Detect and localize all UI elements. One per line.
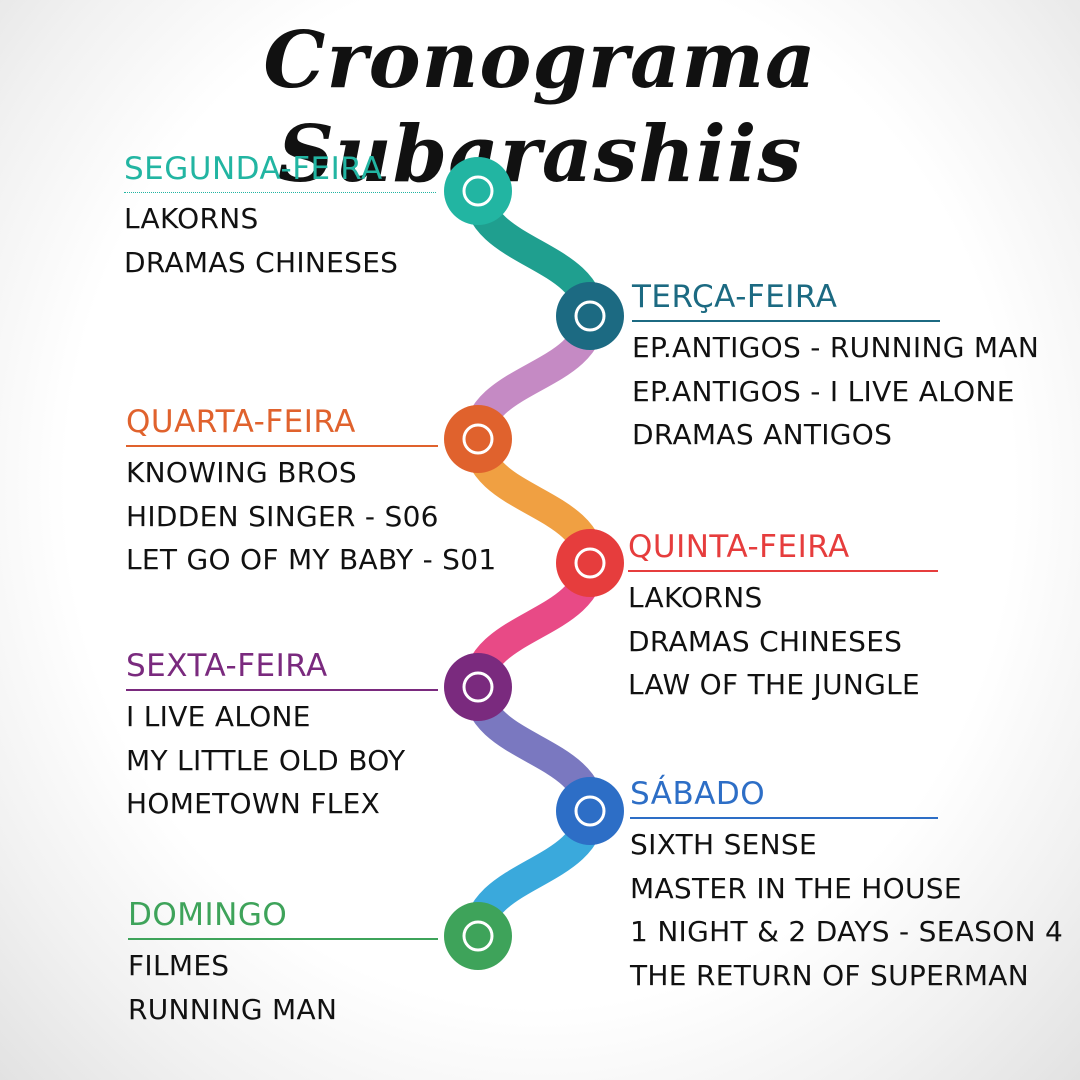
show-item: RUNNING MAN [128,992,338,1026]
node-circle [444,902,512,970]
timeline-node [444,653,512,721]
day-block: DOMINGO FILMES RUNNING MAN [128,896,438,1031]
timeline-node [556,529,624,597]
show-item: LAKORNS [628,581,763,614]
day-divider [124,192,436,193]
show-list: LAKORNS DRAMAS CHINESES LAW OF THE JUNGLE [628,576,938,707]
node-circle [444,405,512,473]
day-divider [630,817,938,819]
day-heading: SÁBADO [630,776,766,812]
show-item: FILMES [128,949,230,982]
show-list: FILMES RUNNING MAN [128,944,438,1031]
show-item: KNOWING BROS [126,456,357,489]
node-ring-icon [462,423,494,455]
node-circle [556,529,624,597]
show-item: SIXTH SENSE [630,828,817,861]
day-divider [628,570,938,572]
show-item: LAKORNS [124,202,259,235]
day-heading: DOMINGO [128,897,288,933]
show-item: DRAMAS ANTIGOS [632,418,893,451]
day-heading: SEXTA-FEIRA [126,648,328,684]
show-list: EP.ANTIGOS - RUNNING MAN EP.ANTIGOS - I L… [632,326,1039,457]
show-list: I LIVE ALONE MY LITTLE OLD BOY HOMETOWN FL… [126,695,438,826]
node-ring-icon [574,547,606,579]
show-item: THE RETURN OF SUPERMAN [630,958,1029,992]
timeline-node [444,405,512,473]
node-circle [556,282,624,350]
show-item: EP.ANTIGOS - I LIVE ALONE [632,374,1015,408]
show-item: MASTER IN THE HOUSE [630,871,962,905]
day-block: SÁBADO SIXTH SENSE MASTER IN THE HOUSE 1 NI… [630,775,1063,997]
show-item: HOMETOWN FLEX [126,787,381,820]
show-item: DRAMAS CHINESES [124,245,399,279]
node-ring-icon [574,300,606,332]
day-divider [632,320,940,322]
page-title: Cronograma Subarashiis [263,15,817,200]
day-heading: SEGUNDA-FEIRA [124,151,383,187]
day-block: QUARTA-FEIRA KNOWING BROS HIDDEN SINGER - … [126,403,497,582]
node-circle [444,157,512,225]
day-heading: QUARTA-FEIRA [126,404,356,440]
show-item: LET GO OF MY BABY - S01 [126,543,497,576]
timeline-node [556,777,624,845]
timeline-node [444,902,512,970]
day-block: SEGUNDA-FEIRA LAKORNS DRAMAS CHINESES [124,150,436,284]
timeline-node [556,282,624,350]
show-item: LAW OF THE JUNGLE [628,668,921,701]
day-heading: TERÇA-FEIRA [632,279,838,315]
day-heading: QUINTA-FEIRA [628,529,850,565]
day-block: QUINTA-FEIRA LAKORNS DRAMAS CHINESES LAW OF… [628,528,938,707]
show-item: MY LITTLE OLD BOY [126,743,406,777]
day-block: SEXTA-FEIRA I LIVE ALONE MY LITTLE OLD BOY… [126,647,438,826]
day-divider [126,445,438,447]
show-item: HIDDEN SINGER - S06 [126,499,439,533]
show-item: I LIVE ALONE [126,700,311,733]
day-divider [126,689,438,691]
show-item: 1 NIGHT & 2 DAYS - SEASON 4 [630,915,1064,948]
timeline-node [444,157,512,225]
node-ring-icon [574,795,606,827]
show-list: LAKORNS DRAMAS CHINESES [124,197,436,284]
node-circle [444,653,512,721]
show-list: SIXTH SENSE MASTER IN THE HOUSE 1 NIGHT & … [630,823,1063,997]
node-ring-icon [462,175,494,207]
node-circle [556,777,624,845]
node-ring-icon [462,920,494,952]
show-item: DRAMAS CHINESES [628,624,903,658]
node-ring-icon [462,671,494,703]
day-divider [128,938,438,940]
show-item: EP.ANTIGOS - RUNNING MAN [632,331,1040,364]
